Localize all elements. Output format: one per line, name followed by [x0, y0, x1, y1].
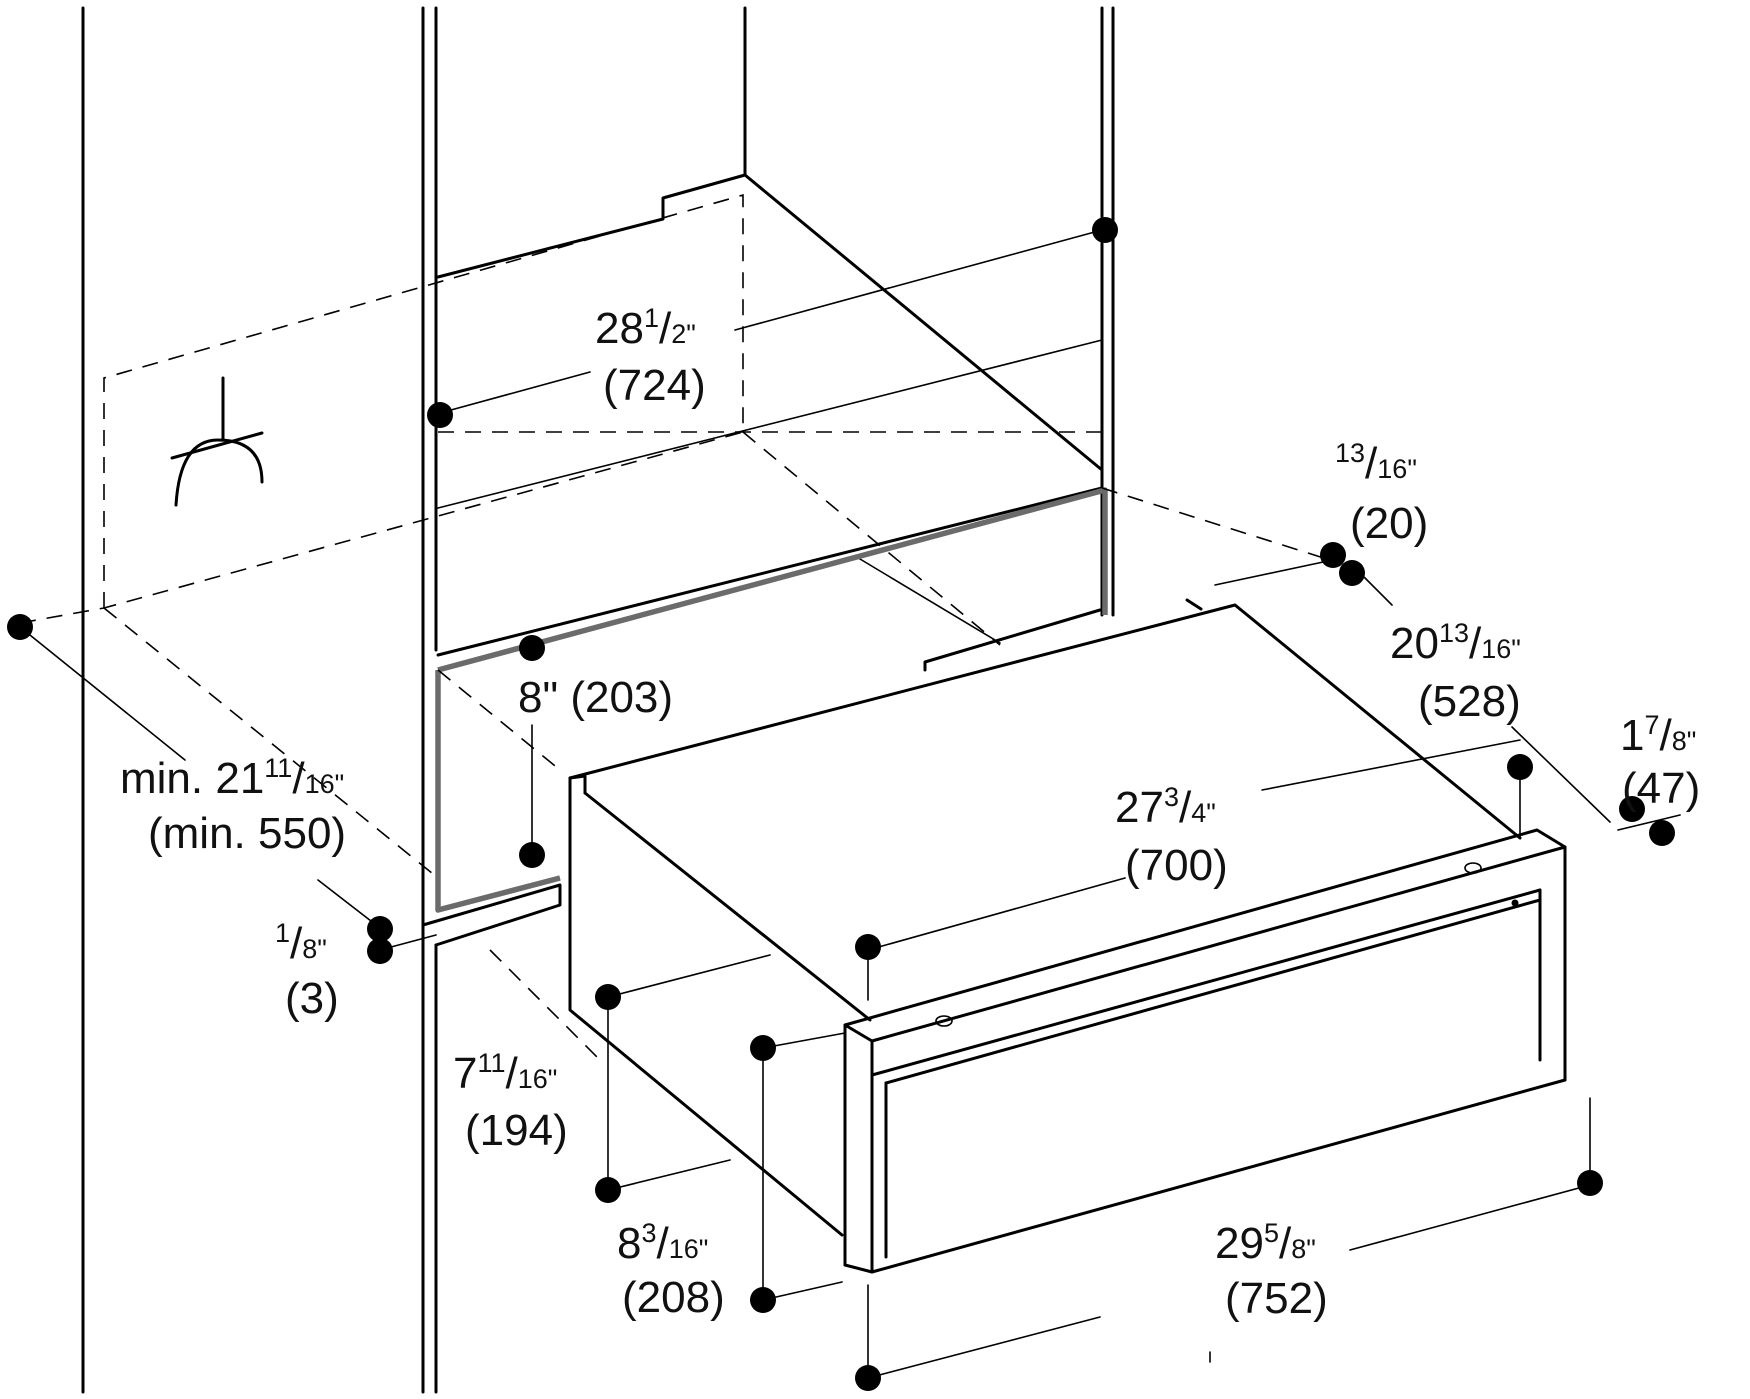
housing-height-metric: (194): [465, 1106, 568, 1155]
dimension-dot: [519, 635, 545, 661]
housing-width-metric: (700): [1125, 841, 1228, 890]
dimension-dot: [750, 1035, 776, 1061]
dimension-lines: [19, 229, 1681, 1379]
hidden-lines: [19, 193, 1331, 1061]
niche-depth-imperial: min. 2111/16": [120, 753, 344, 803]
front-height-imperial: 83/16": [617, 1218, 708, 1268]
button-icon: [1464, 862, 1482, 874]
dimension-dot: [595, 984, 621, 1010]
dimension-dot: [1577, 1170, 1603, 1196]
dimension-dot: [855, 1365, 881, 1391]
panel-gap-imperial: 1/8": [275, 918, 327, 968]
dimension-dot: [427, 402, 453, 428]
shelf-strip: [421, 883, 562, 947]
drawer-front: [843, 828, 1567, 1274]
dimension-dot: [7, 614, 33, 640]
dimension-dot: [595, 1177, 621, 1203]
front-width-imperial: 295/8": [1215, 1218, 1316, 1268]
dimension-dot: [1649, 820, 1675, 846]
upper-cabinet: [436, 173, 1104, 672]
dimension-dot: [1507, 754, 1533, 780]
dimension-labels: 281/2" (724) 13/16" (20) 2013/16" (528) …: [120, 303, 1700, 1323]
dimension-dot: [1339, 560, 1365, 586]
drawer-depth-imperial: 2013/16": [1390, 618, 1521, 668]
cabinet-walls: [81, 6, 1115, 1394]
cabinet-depth-imperial: 281/2": [595, 303, 696, 353]
cabinet-depth-metric: (724): [603, 361, 706, 410]
front-thickness-metric: (47): [1622, 764, 1700, 813]
dimension-dot: [1619, 796, 1645, 822]
front-thickness-imperial: 17/8": [1620, 710, 1696, 760]
dimension-dot: [750, 1287, 776, 1313]
front-height-metric: (208): [622, 1273, 725, 1322]
opening-height-label: 8" (203): [518, 673, 673, 722]
front-width-metric: (752): [1225, 1274, 1328, 1323]
drawer-depth-metric: (528): [1418, 677, 1521, 726]
dimension-dot: [1092, 217, 1118, 243]
dimension-dot: [367, 938, 393, 964]
housing-height-imperial: 711/16": [453, 1048, 557, 1098]
dimension-dot: [1320, 542, 1346, 568]
power-outlet-icon: [170, 376, 264, 507]
button-icon: [935, 1015, 953, 1027]
clearance-top-imperial: 13/16": [1335, 438, 1417, 488]
niche-outline: [435, 487, 1108, 913]
dimension-dot: [855, 934, 881, 960]
clearance-top-metric: (20): [1350, 499, 1428, 548]
dimension-dots: [7, 217, 1675, 1391]
niche-depth-metric: (min. 550): [148, 809, 346, 858]
dimension-dot: [367, 916, 393, 942]
dimension-dot: [519, 842, 545, 868]
panel-gap-metric: (3): [285, 974, 339, 1023]
housing-width-imperial: 273/4": [1115, 782, 1216, 832]
indicator-light-icon: [1511, 899, 1519, 907]
drawer-housing: [568, 598, 1522, 1237]
